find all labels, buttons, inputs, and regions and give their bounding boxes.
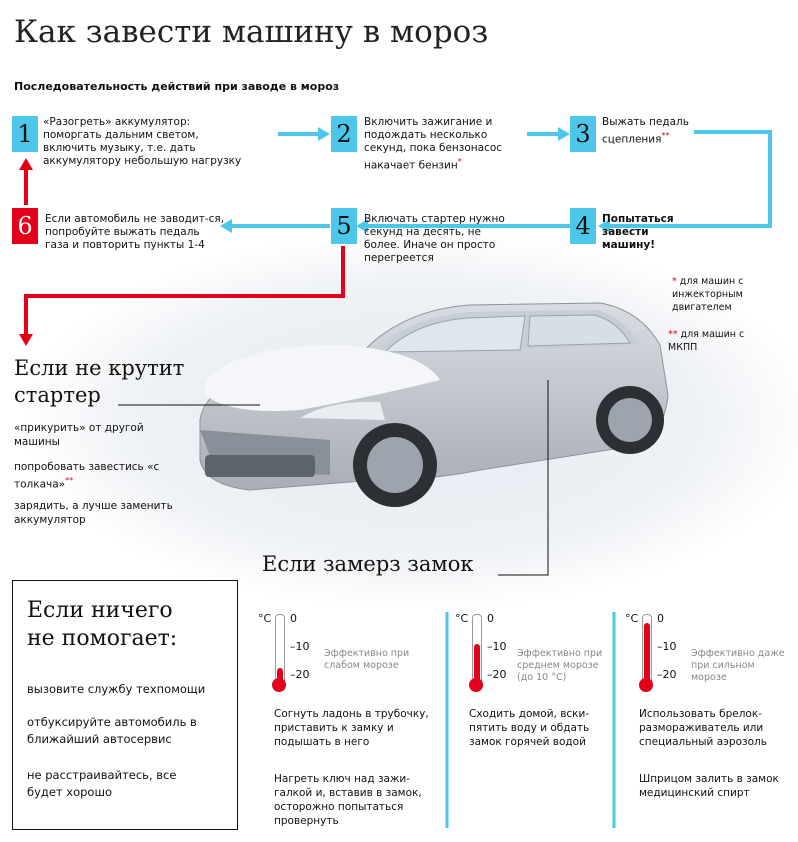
lock-heading: Если замерз замок [262,552,474,576]
nothing-helps-item-1: вызовите службу техпомощи [27,682,206,696]
step-3-number: 3 [570,116,596,152]
step-2-text: Включить зажигание и подождать несколько… [364,116,503,172]
starter-tip-2: попробовать завестись «с толкача»** [14,461,160,491]
thermometer-bulb [469,678,483,692]
nothing-helps-item-3: не расстраивайтесь, все будет хорошо [27,768,177,799]
scale-minus-20: –20 [290,668,310,681]
step-5-text: Включать стартер нужно секунд на десять,… [364,213,505,264]
thermometer-tube [472,614,482,684]
lock-tip: Сходить домой, вски-пятить воду и обдать… [469,708,590,748]
scale-minus-20: –20 [487,668,507,681]
red-arrows [24,168,345,336]
scale-minus-10: –10 [290,640,310,653]
lock-tip: Нагреть ключ над зажи-галкой и, вставив … [274,773,422,827]
nothing-helps-box: Если ничего не помогает: вызовите службу… [12,580,238,830]
step-1-text: «Разогреть» аккумулятор: поморгать дальн… [43,116,242,167]
thermometer-tube [275,614,285,684]
footnote-manual: ** для машин с МКПП [668,329,745,353]
arrow-heads [220,127,610,233]
step-4-text: Попытаться завести машину! [602,213,674,251]
unit-label: °C [625,612,639,625]
thermometer-col-1: °C 0 –10 –20 Эффективно при слабом мороз… [258,612,438,832]
unit-label: °C [258,612,272,625]
scale-minus-10: –10 [487,640,507,653]
scale-minus-10: –10 [657,640,677,653]
scale-0: 0 [487,612,494,625]
footnote-injector: * для машин с инжекторным двигателем [672,276,744,313]
scale-0: 0 [657,612,664,625]
car-image [199,302,669,507]
scale-minus-20: –20 [657,668,677,681]
step-4-number: 4 [570,208,596,244]
thermometer-bulb [639,678,653,692]
lock-tip: Согнуть ладонь в трубочку, приставить к … [274,708,429,748]
thermometer-col-2: °C 0 –10 –20 Эффективно при среднем моро… [455,612,615,832]
flow-arrows [232,130,772,228]
unit-label: °C [455,612,469,625]
thermometer-bulb [272,678,286,692]
thermometer-tube [642,614,652,684]
thermometer-col-3: °C 0 –10 –20 Эффективно даже при сильном… [625,612,795,832]
nothing-helps-item-2: отбуксируйте автомобиль в ближайший авто… [27,715,197,746]
step-6-text: Если автомобиль не заводит-ся, попробуйт… [45,213,225,251]
nothing-helps-heading: Если ничего не помогает: [27,598,178,651]
starter-tip-1: «прикурить» от другой машины [14,422,144,448]
scale-0: 0 [290,612,297,625]
starter-tip-3: зарядить, а лучше заменить аккумулятор [14,500,173,526]
effectiveness-label: Эффективно при среднем морозе (до 10 °С) [517,648,603,683]
page-subtitle: Последовательность действий при заводе в… [14,80,340,93]
effectiveness-label: Эффективно при слабом морозе [324,648,410,671]
step-2-number: 2 [331,116,357,152]
step-3-text: Выжать педаль сцепления** [602,116,689,146]
page-title: Как завести машину в мороз [14,14,489,50]
step-6-number: 6 [12,208,38,244]
lock-tip: Шприцом залить в замок медицинский спирт [639,773,779,799]
step-1-number: 1 [12,116,38,152]
effectiveness-label: Эффективно даже при сильном морозе [691,648,785,683]
starter-heading: Если не крутит стартер [14,356,185,407]
lock-tip: Использовать брелок-размораживатель или … [639,708,767,748]
step-5-number: 5 [331,208,357,244]
